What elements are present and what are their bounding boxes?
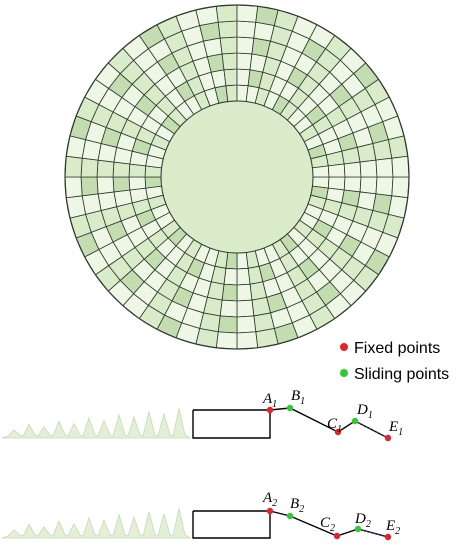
mesh-cell (236, 36, 255, 55)
point-C2 (333, 532, 341, 540)
mesh-cell (375, 176, 394, 197)
mesh-cell (327, 163, 346, 178)
mesh-outer-rim (64, 4, 410, 350)
point-D1 (351, 417, 359, 425)
mesh-cell (236, 52, 253, 71)
mesh-cell (236, 299, 255, 318)
mesh-cell (375, 157, 394, 178)
profile-top-base (192, 409, 271, 439)
mesh-cell (359, 176, 378, 195)
point-E1 (384, 434, 392, 442)
mesh-cell (343, 161, 362, 178)
mesh-cell (64, 176, 83, 199)
mesh-cell (236, 20, 257, 39)
mesh-cell (221, 52, 238, 71)
mesh-cell (236, 283, 253, 302)
label-E1: E1 (388, 419, 403, 438)
ridge-rendering-top (1, 408, 192, 439)
label-D2: D2 (354, 511, 371, 530)
mesh-cell (215, 331, 238, 350)
profile-bottom-dashed (357, 528, 389, 538)
mesh-cell (96, 176, 115, 195)
profile-bottom-base (192, 510, 271, 539)
point-D2 (354, 525, 362, 533)
point-A1 (266, 406, 274, 414)
sliding-point-legend-marker (340, 369, 348, 377)
point-A2 (266, 507, 274, 515)
circular-mesh (64, 4, 410, 350)
point-B1 (286, 404, 294, 412)
mesh-cell (391, 155, 410, 178)
mesh-cell (236, 267, 251, 286)
ridge-shape (1, 408, 192, 439)
label-A1: A1 (262, 391, 277, 410)
label-B2: B2 (290, 496, 304, 515)
profile-top: A1 B1 C1 D1 E1 (1, 388, 403, 442)
mesh-cell (236, 4, 259, 23)
legend: Fixed points Sliding points (340, 340, 449, 383)
mesh-cell (80, 157, 99, 178)
point-E2 (384, 533, 392, 541)
mesh-cell (236, 331, 259, 350)
sliding-points-label: Sliding points (354, 366, 449, 383)
mesh-cell (221, 283, 238, 302)
mesh-cell (236, 315, 257, 334)
mesh-cell (359, 159, 378, 178)
mesh-cell (96, 159, 115, 178)
point-B2 (286, 512, 294, 520)
mesh-cell (225, 84, 238, 102)
point-C1 (334, 428, 342, 436)
label-E2: E2 (385, 518, 400, 537)
mesh-cell (80, 176, 99, 197)
mesh-cell (343, 176, 362, 193)
mesh-cell (217, 315, 238, 334)
mesh-cell (217, 20, 238, 39)
label-D1: D1 (356, 402, 373, 421)
mesh-cell (312, 165, 330, 178)
mesh-cell (219, 36, 238, 55)
mesh-cell (223, 68, 238, 87)
profile-bottom: A2 B2 C2 D2 E2 (1, 490, 400, 541)
label-C2: C2 (320, 515, 335, 534)
mesh-cell (128, 176, 147, 191)
mesh-cell (112, 176, 131, 193)
label-A2: A2 (262, 490, 277, 509)
fixed-point-legend-marker (340, 343, 348, 351)
label-C1: C1 (327, 416, 342, 435)
mesh-cell (112, 161, 131, 178)
fixed-points-label: Fixed points (354, 340, 440, 357)
mesh-cell (219, 299, 238, 318)
ridge-shape (1, 508, 192, 539)
mesh-cell (64, 155, 83, 178)
mesh-hub (160, 100, 314, 254)
mesh-cell (236, 252, 249, 270)
label-B1: B1 (291, 388, 305, 407)
mesh-cell (391, 176, 410, 199)
mesh-cell (215, 4, 238, 23)
ridge-rendering-bottom (1, 508, 192, 539)
mesh-cell (144, 176, 162, 189)
